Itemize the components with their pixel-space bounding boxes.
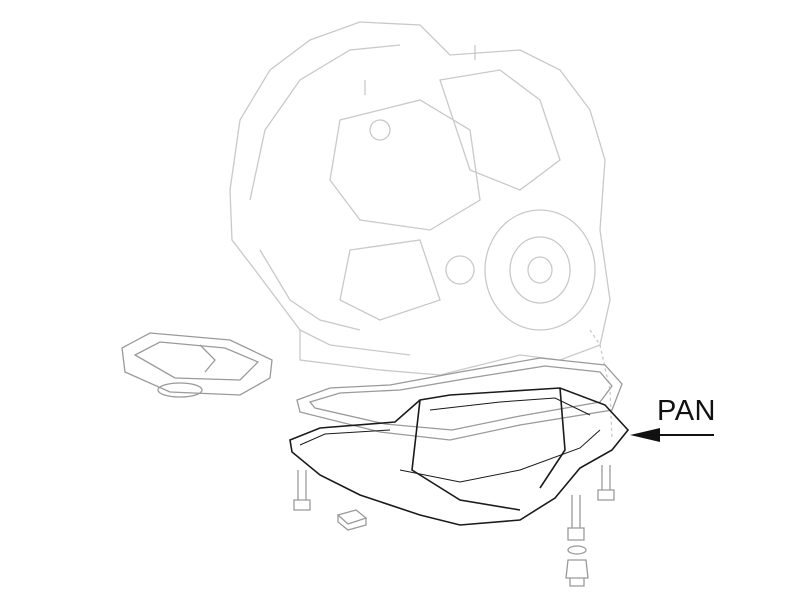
pan-gasket <box>296 357 623 441</box>
pan-bolts <box>293 465 615 541</box>
drain-plug <box>565 559 589 587</box>
callout-arrow <box>630 428 714 442</box>
drain-washer <box>567 545 587 555</box>
oil-pan <box>289 387 630 526</box>
magnet <box>336 509 368 531</box>
transmission-case <box>229 21 613 441</box>
oil-filter <box>121 332 273 398</box>
pan-callout-label: PAN <box>657 395 716 427</box>
